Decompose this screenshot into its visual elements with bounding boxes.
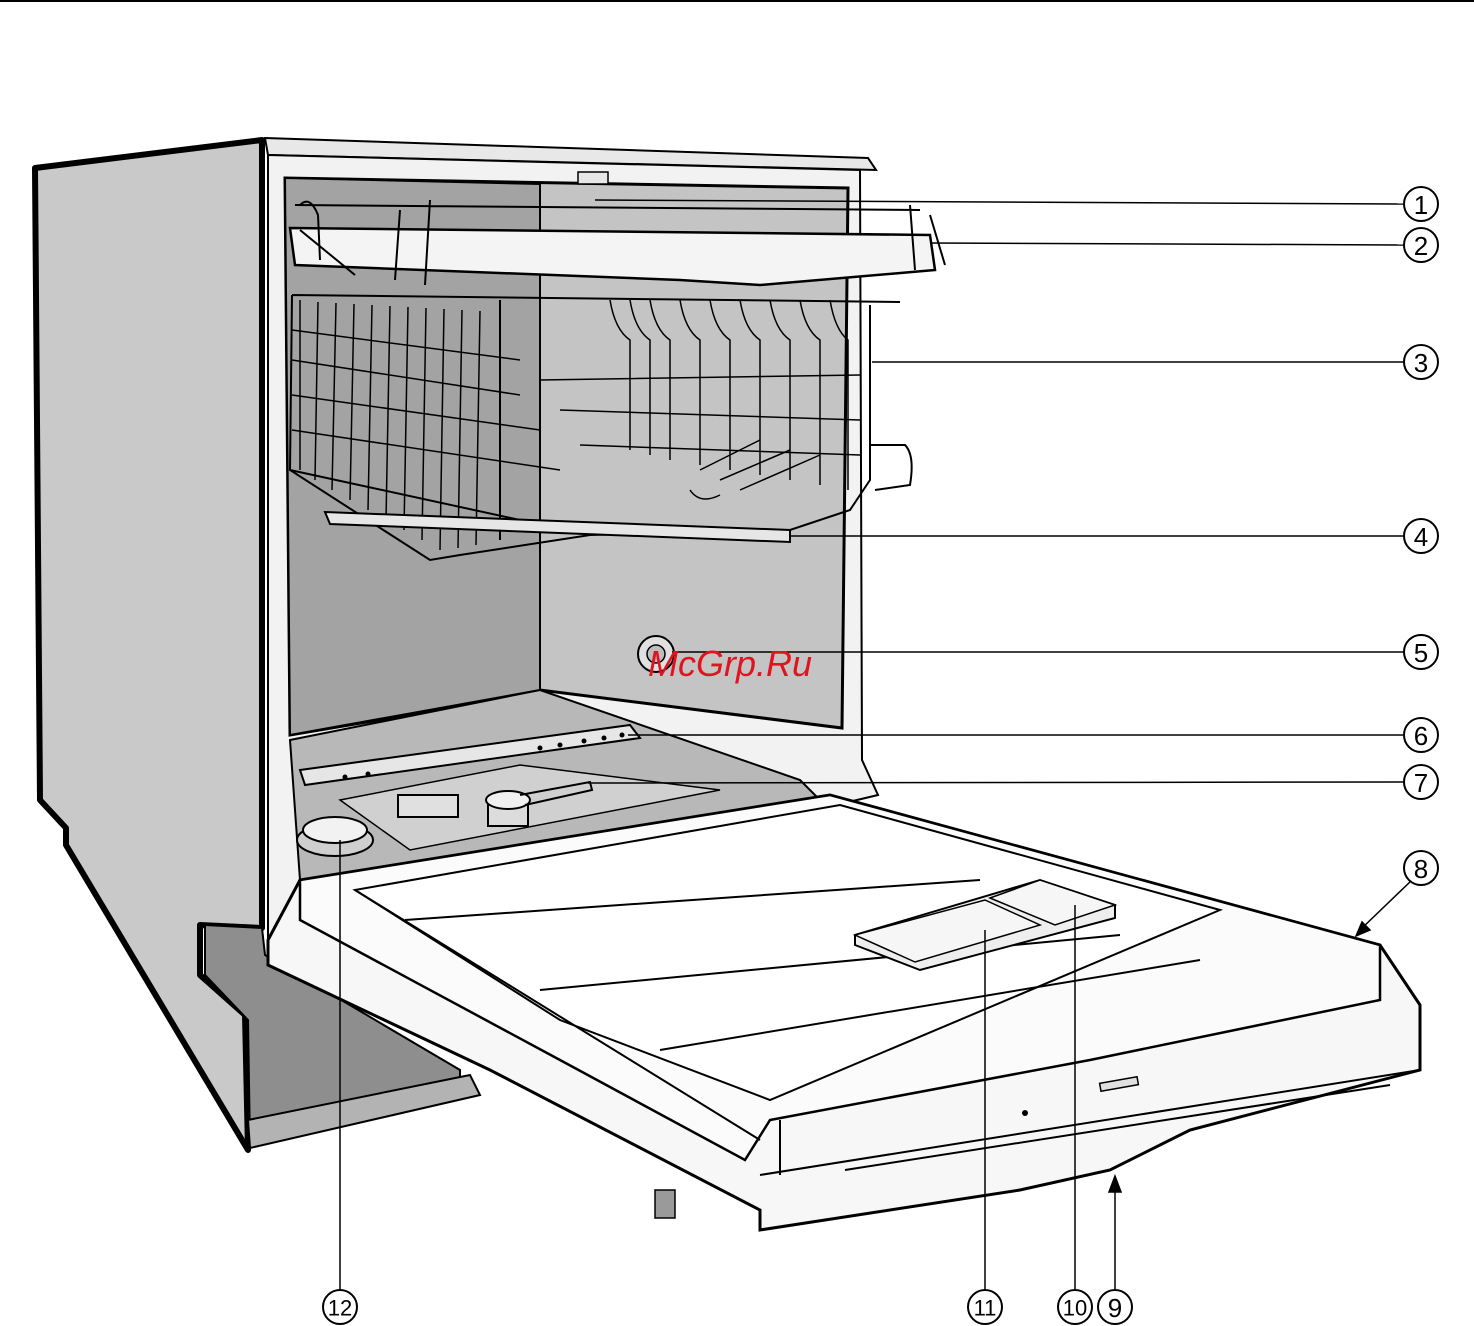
callout-9: 9	[1098, 1290, 1132, 1324]
door	[268, 795, 1420, 1230]
callout-7-label: 7	[1414, 768, 1428, 798]
door-hinge-foot	[655, 1190, 675, 1218]
callout-11-label: 11	[974, 1296, 997, 1321]
watermark-text: McGrp.Ru	[648, 643, 812, 684]
callout-2: 2	[1404, 228, 1438, 262]
callout-12: 12	[323, 1290, 357, 1324]
callout-6: 6	[1404, 718, 1438, 752]
callout-6-label: 6	[1414, 721, 1428, 751]
component-1-top-spray	[578, 172, 608, 184]
door-indicator	[1022, 1110, 1028, 1116]
callout-3-label: 3	[1414, 348, 1428, 378]
callout-1-label: 1	[1414, 190, 1428, 220]
callout-10: 10	[1058, 1290, 1092, 1324]
callout-7: 7	[1404, 765, 1438, 799]
callout-5: 5	[1404, 635, 1438, 669]
callout-11: 11	[968, 1290, 1002, 1324]
callout-5-label: 5	[1414, 638, 1428, 668]
salt-cap-top	[303, 817, 367, 843]
callout-9-label: 9	[1108, 1293, 1122, 1323]
callout-2-label: 2	[1414, 231, 1428, 261]
callout-1: 1	[1404, 187, 1438, 221]
callout-8-label: 8	[1414, 854, 1428, 884]
spray-arm-mount	[398, 795, 458, 817]
callout-4-label: 4	[1414, 522, 1428, 552]
component-12-salt-container	[297, 817, 373, 856]
callout-10-label: 10	[1063, 1296, 1087, 1321]
callout-8: 8	[1404, 851, 1438, 885]
callout-12-label: 12	[328, 1296, 352, 1321]
callout-3: 3	[1404, 345, 1438, 379]
callout-4: 4	[1404, 519, 1438, 553]
top-spray-nozzle	[578, 172, 608, 184]
